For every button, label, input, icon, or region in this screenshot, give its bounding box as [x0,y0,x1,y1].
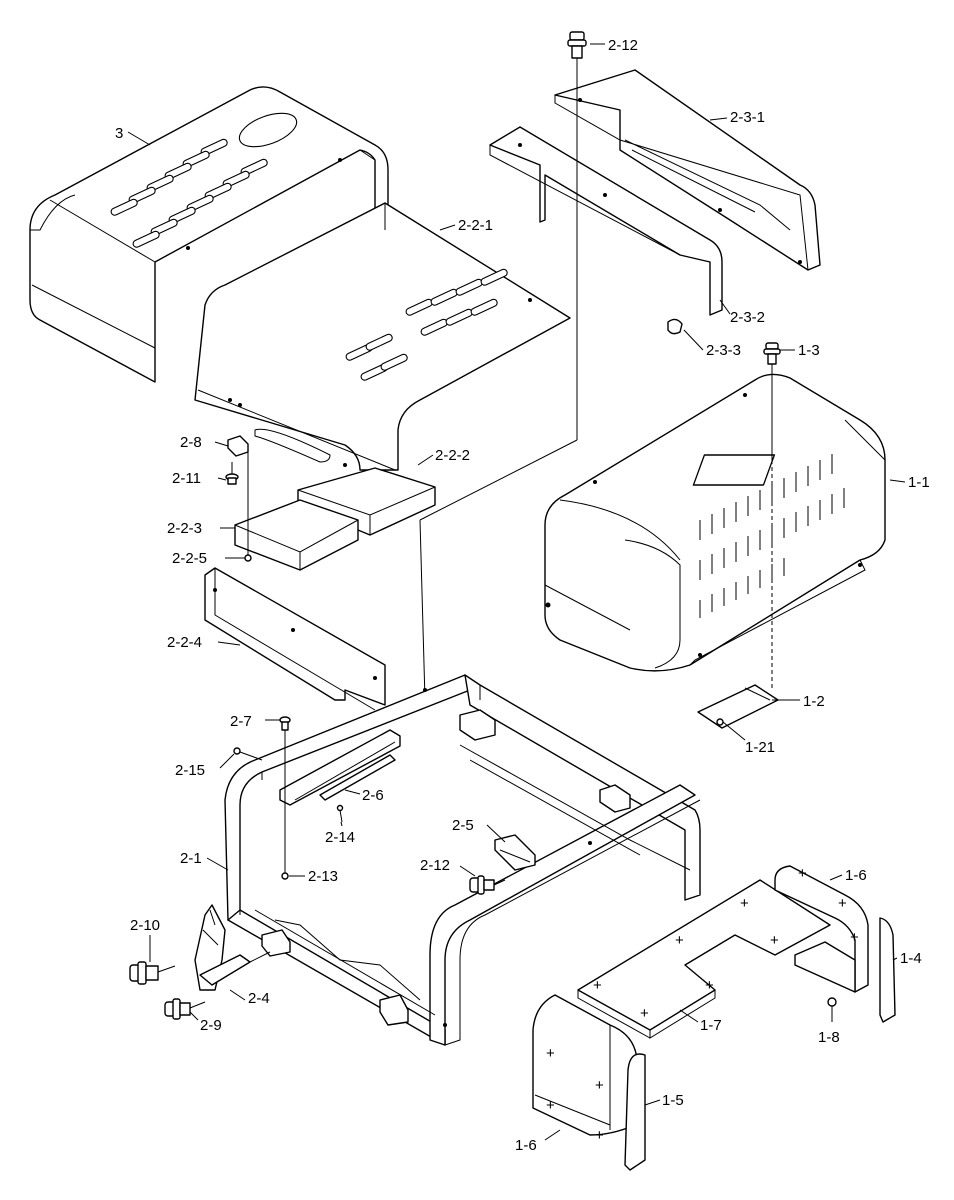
part-screw-2-15 [233,747,263,761]
part-bolt-2-9 [164,998,206,1020]
callout-2-7: 2-7 [230,713,252,730]
callout-2-15: 2-15 [175,762,205,779]
part-bolt-2-11 [225,462,239,485]
callout-2-11: 2-11 [172,470,201,487]
callout-2-1: 2-1 [180,850,202,867]
callout-2-2-3: 2-2-3 [167,520,202,537]
part-screw-1-8 [827,997,837,1007]
svg-text:+: + [850,929,859,946]
part-floor-plate-1-7: + + + + + + [577,879,831,1039]
leader-lines [127,43,906,1141]
callout-2-2-1: 2-2-1 [458,217,493,234]
callout-1-21: 1-21 [745,739,775,756]
part-pad-1-6-lower: + + + + [532,994,638,1144]
part-knob-2-3-3 [667,318,683,335]
svg-text:+: + [798,865,807,882]
callout-3: 3 [115,125,123,142]
rear-cover-vent-slots [110,138,268,248]
callout-1-6-upper: 1-6 [845,867,867,884]
callout-2-10: 2-10 [130,917,160,934]
part-screw-1-21 [716,718,724,726]
callout-labels: 2-12 3 2-3-1 2-2-1 2-3-2 2-3-3 1-3 2-8 2… [115,37,930,1154]
svg-text:+: + [546,1045,555,1062]
svg-text:+: + [838,895,847,912]
callout-1-2: 1-2 [803,693,825,710]
part-screw-2-13 [281,872,289,880]
callout-2-2-2: 2-2-2 [435,447,470,464]
callout-1-3: 1-3 [798,342,820,359]
part-strip-1-5 [624,1053,646,1171]
svg-text:+: + [595,1127,604,1144]
callout-1-7: 1-7 [700,1017,722,1034]
part-screw-2-14 [336,804,344,823]
callout-2-13: 2-13 [308,868,338,885]
callout-2-14: 2-14 [325,829,355,846]
callout-1-4: 1-4 [900,950,922,967]
svg-text:+: + [705,977,714,994]
part-pin-2-7 [279,716,291,731]
part-bolt-top-2-12 [567,31,587,100]
callout-2-5: 2-5 [452,817,474,834]
part-hood-1-1 [544,373,886,672]
svg-text:+: + [593,977,602,994]
part-clip-2-8 [227,435,249,457]
callout-1-6-lower: 1-6 [515,1137,537,1154]
callout-2-12-top: 2-12 [608,37,638,54]
svg-text:+: + [740,895,749,912]
callout-2-8: 2-8 [180,434,202,451]
part-strip-1-4 [879,917,896,1023]
part-plate-2-2-3 [234,499,359,571]
part-rear-cover [29,86,397,383]
callout-1-5: 1-5 [662,1092,684,1109]
callout-2-9: 2-9 [200,1017,222,1034]
part-bolt-2-10 [129,961,176,985]
part-latch-2-4 [194,904,271,991]
callout-2-12-lower: 2-12 [420,857,450,874]
part-frame-2-1 [224,674,701,1046]
part-bracket-2-3-2 [489,126,723,316]
part-side-panel-2-2-4 [204,567,386,706]
svg-text:+: + [675,932,684,949]
callout-2-6: 2-6 [362,787,384,804]
callout-2-2-4: 2-2-4 [167,634,202,651]
part-panel-2-3-1 [554,69,821,271]
svg-text:+: + [640,1005,649,1022]
callout-2-3-2: 2-3-2 [730,309,765,326]
part-front-top-cover [194,202,571,471]
part-rail-2-6 [279,729,401,806]
callout-2-3-1: 2-3-1 [730,109,765,126]
front-cover-vent-slots [345,268,508,381]
callout-1-1: 1-1 [908,474,930,491]
part-bolt-1-3 [763,342,781,365]
callout-2-3-3: 2-3-3 [706,342,741,359]
callout-1-8: 1-8 [818,1029,840,1046]
part-screw-2-2-5 [244,554,252,562]
svg-text:+: + [546,1097,555,1114]
part-pad-1-6-upper: + + + [774,865,869,993]
svg-text:+: + [770,932,779,949]
callout-2-4: 2-4 [248,990,270,1007]
part-hinge-2-5 [494,834,536,871]
part-plate-1-2 [697,684,779,729]
svg-text:+: + [595,1077,604,1094]
part-bolt-lower-2-12 [469,875,506,895]
callout-2-2-5: 2-2-5 [172,550,207,567]
